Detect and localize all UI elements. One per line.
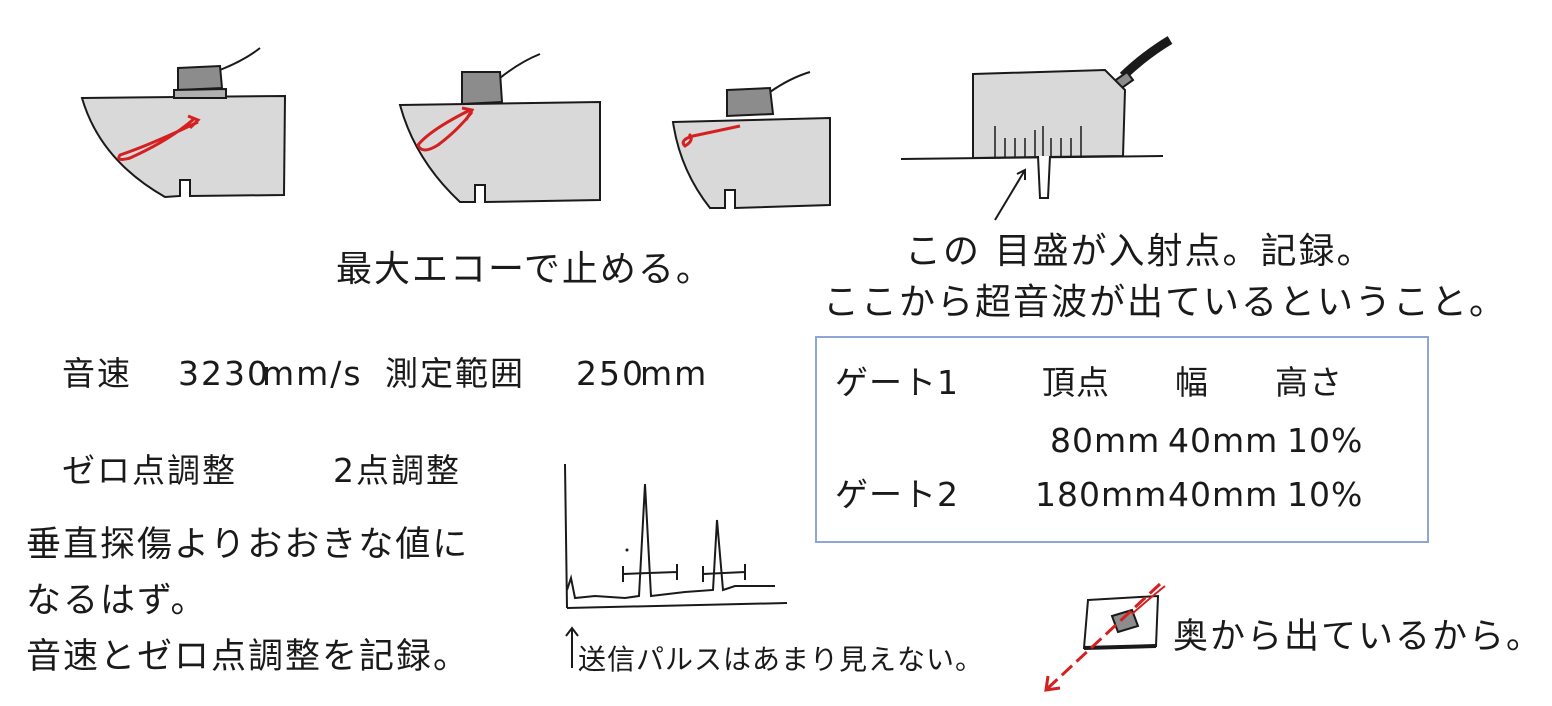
sound-beam [681,124,741,148]
probe-cable [769,71,811,93]
caption-ultrasound-origin: ここから超音波が出ているということ。 [823,282,1508,323]
probe-cable [499,53,541,79]
gate-table [815,336,1429,543]
range-unit: mm [640,354,709,393]
velocity-label: 音速 [62,354,132,393]
ascan-trace [566,483,775,600]
probe [177,64,224,92]
sound-beam [117,116,199,161]
velocity-value: 3230 [178,354,270,393]
zero-value: 2点調整 [333,451,461,490]
note-line-2: なるはず。 [26,581,208,621]
pulse-arrow [565,626,579,668]
gate-row-2-label: ゲート2 [835,475,959,514]
note-line-3: 音速とゼロ点調整を記録。 [26,637,471,677]
sketch-block-2 [398,53,601,204]
probe-cable [219,47,261,71]
gate-row-2-peak: 180mm [1035,475,1168,514]
gate-row-1-height: 10% [1287,421,1364,460]
probe-cable [1119,36,1173,80]
probe [461,71,504,106]
probe [726,86,775,118]
sketch-block-3 [671,71,831,210]
range-value: 250 [576,354,645,393]
gate-col-height: 高さ [1275,363,1343,402]
note-back: 奥から出ているから。 [1173,617,1544,657]
gate-row-1-width: 40mm [1168,421,1279,460]
caption-incident-point: この 目盛が入射点。記録。 [905,231,1375,272]
ascan-sketch [564,463,788,609]
gate-row-2-height: 10% [1287,475,1364,514]
gate-col-peak: 頂点 [1042,363,1110,402]
pointer-arrow [994,168,1026,221]
zero-label: ゼロ点調整 [62,451,237,490]
gate-row-2-width: 40mm [1168,475,1279,514]
gate-2-marker [702,564,746,582]
note-pulse: 送信パルスはあまり見えない。 [578,643,985,676]
sound-beam [1046,582,1162,690]
sound-beam [416,108,474,152]
probe-cable [1131,585,1166,615]
probe-body [972,68,1127,160]
gate-col-width: 幅 [1175,363,1209,402]
gate-row-1-peak: 80mm [1050,421,1161,460]
caption-max-echo: 最大エコーで止める。 [336,249,714,290]
sketch-probe-back [1044,582,1166,692]
range-label: 測定範囲 [385,354,525,393]
note-line-1: 垂直探傷よりおおきな値に [26,525,470,565]
sketch-block-1 [80,47,287,199]
sketch-probe-scale [900,36,1173,221]
gate-row-1-label: ゲート1 [835,363,959,402]
velocity-unit: mm/s [262,354,363,393]
gate-1-marker [622,564,678,582]
scale-notch [1037,155,1051,199]
